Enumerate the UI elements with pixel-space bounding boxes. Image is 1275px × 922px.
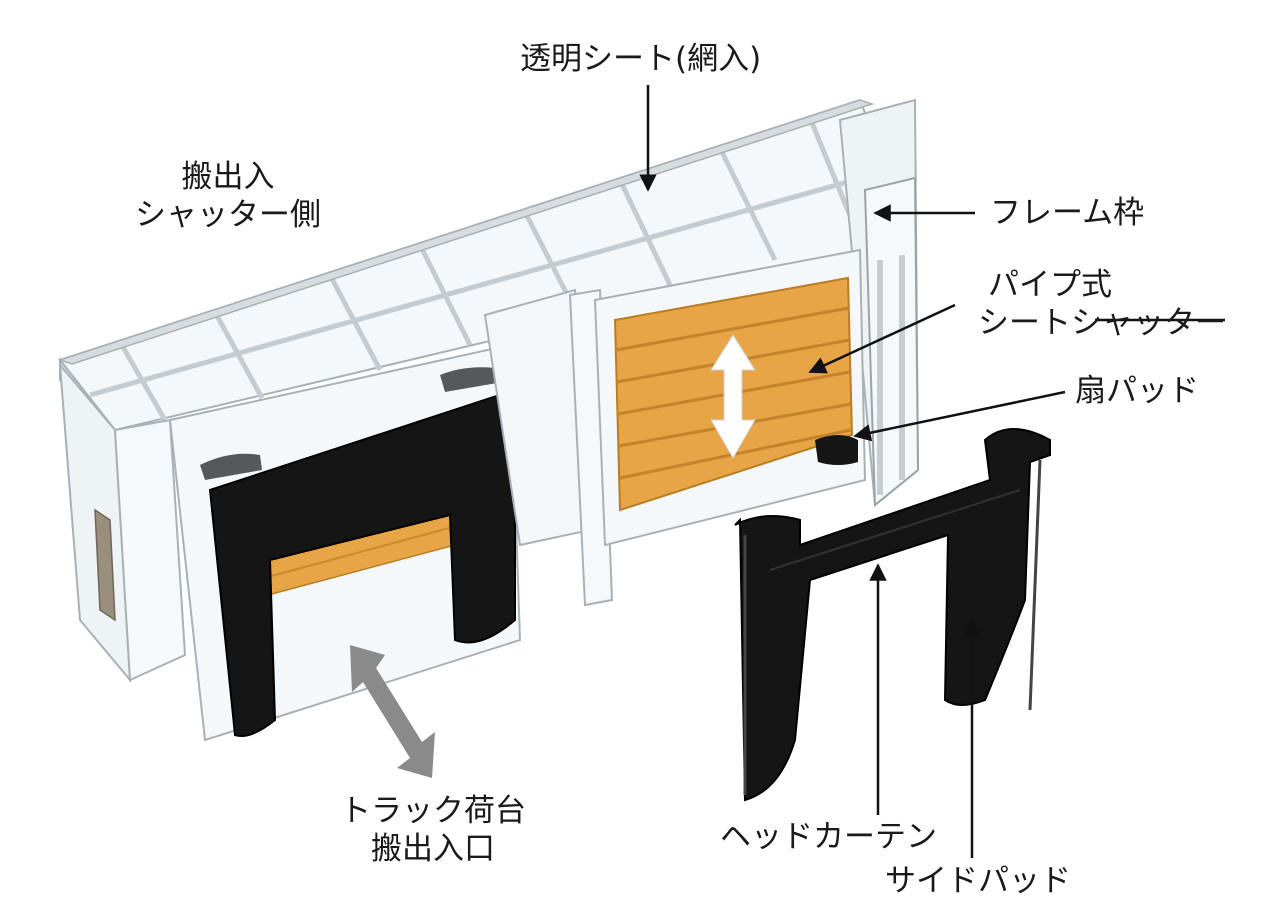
label-truck-line1: トラック荷台 [340, 793, 526, 829]
label-frame: フレーム枠 [990, 195, 1145, 231]
label-pipe-shutter-line1: パイプ式 [988, 267, 1112, 303]
label-side-pad: サイドパッド [885, 863, 1071, 899]
label-shutter-side-line1: 搬出入 [181, 159, 275, 195]
label-shutter-side: 搬出入 シャッター側 [128, 158, 328, 234]
frame-wall-left [58, 361, 187, 683]
leader-fan-pad [853, 390, 1066, 442]
left-opening-frame [168, 343, 522, 742]
truck-approach-arrow [350, 645, 435, 778]
label-transparent-sheet: 透明シート(網入) [520, 41, 762, 77]
label-pipe-shutter-line2: シートシャッター [978, 305, 1226, 341]
leader-arrows [639, 85, 1066, 858]
fan-pad-shape [815, 435, 858, 465]
pipe-sheet-shutter [593, 248, 867, 547]
frame-wall-middle [483, 288, 614, 607]
label-truck-entrance: トラック荷台 搬出入口 [318, 792, 548, 868]
label-pipe-shutter: パイプ式 シートシャッター [978, 266, 1226, 342]
roof-transparent-sheet [57, 98, 917, 453]
label-head-curtain: ヘッドカーテン [720, 819, 937, 855]
head-curtain-assembly [734, 428, 1051, 802]
label-shutter-side-line2: シャッター側 [135, 197, 321, 233]
leader-pipe-shutter [808, 303, 956, 374]
label-fan-pad: 扇パッド [1075, 373, 1199, 409]
frame-tower-right [838, 98, 920, 508]
shutter-motion-arrow [710, 334, 756, 459]
label-truck-line2: 搬出入口 [371, 831, 495, 867]
